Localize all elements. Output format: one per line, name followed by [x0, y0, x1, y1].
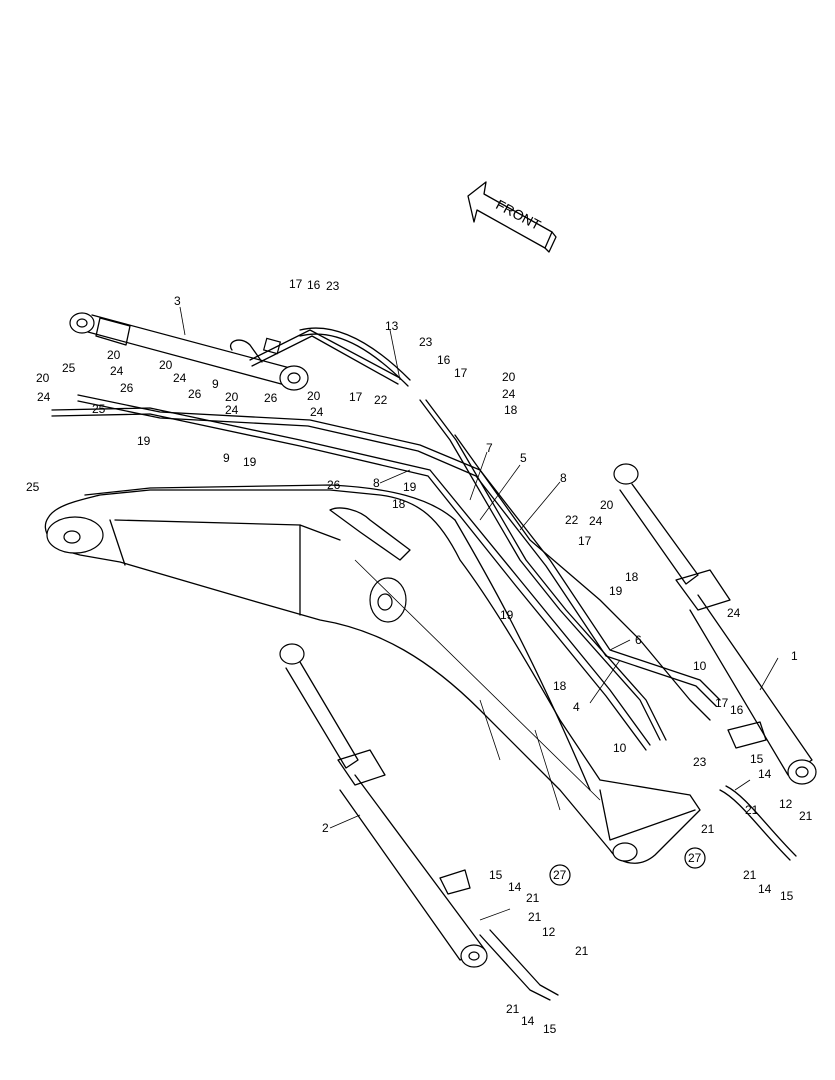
callout-17a: 17	[289, 277, 303, 291]
callout-17e: 17	[715, 696, 729, 710]
callout-20f: 20	[502, 370, 516, 384]
callout-labels: 1 2 3 4 5 6 7 8 8 9 9 10 10 12 12 13 14 …	[26, 277, 813, 1036]
callout-24f: 24	[502, 387, 516, 401]
cylinder-hoses	[479, 785, 797, 1001]
callout-18a: 18	[504, 403, 518, 417]
callout-17b: 17	[454, 366, 468, 380]
callout-26a: 26	[120, 381, 134, 395]
callout-5: 5	[520, 451, 527, 465]
callout-19b: 19	[243, 455, 257, 469]
callout-21a: 21	[745, 803, 759, 817]
callout-3: 3	[174, 294, 181, 308]
callout-22a: 22	[374, 393, 388, 407]
callout-21e: 21	[526, 891, 540, 905]
callout-14a: 14	[758, 767, 772, 781]
callout-25c: 25	[26, 480, 40, 494]
callout-13: 13	[385, 319, 399, 333]
callout-24e: 24	[310, 405, 324, 419]
callout-9b: 9	[223, 451, 230, 465]
callout-1: 1	[791, 649, 798, 663]
leader-lines	[179, 306, 779, 921]
callout-4: 4	[573, 700, 580, 714]
boom-pipes	[51, 327, 721, 751]
callout-2: 2	[322, 821, 329, 835]
callout-24c: 24	[173, 371, 187, 385]
callout-10b: 10	[613, 741, 627, 755]
callout-20a: 20	[107, 348, 121, 362]
callout-22b: 22	[565, 513, 579, 527]
callout-21b: 21	[701, 822, 715, 836]
callout-16c: 16	[730, 703, 744, 717]
front-label: FRONT	[493, 196, 543, 233]
callout-20e: 20	[307, 389, 321, 403]
boom-cylinder-left	[279, 643, 488, 968]
callout-18b: 18	[392, 497, 406, 511]
callout-23b: 23	[419, 335, 433, 349]
callout-17c: 17	[349, 390, 363, 404]
callout-16a: 16	[307, 278, 321, 292]
callout-23c: 23	[693, 755, 707, 769]
callout-20d: 20	[225, 390, 239, 404]
callout-14b: 14	[758, 882, 772, 896]
callout-23a: 23	[326, 279, 340, 293]
callout-9a: 9	[212, 377, 219, 391]
circled-references: 27 27	[549, 847, 706, 886]
callout-7: 7	[486, 441, 493, 455]
callout-26d: 26	[327, 478, 341, 492]
callout-12a: 12	[779, 797, 793, 811]
callout-24a: 24	[110, 364, 124, 378]
arm-cylinder	[69, 312, 309, 391]
callout-21d: 21	[799, 809, 813, 823]
callout-6: 6	[635, 633, 642, 647]
callout-18c: 18	[625, 570, 639, 584]
callout-19e: 19	[500, 608, 514, 622]
callout-16b: 16	[437, 353, 451, 367]
callout-19d: 19	[609, 584, 623, 598]
callout-26b: 26	[188, 387, 202, 401]
callout-24g: 24	[589, 514, 603, 528]
callout-21g: 21	[575, 944, 589, 958]
callout-15b: 15	[780, 889, 794, 903]
callout-21f: 21	[528, 910, 542, 924]
boom-cylinder-right	[613, 463, 817, 785]
callout-26c: 26	[264, 391, 278, 405]
callout-17d: 17	[578, 534, 592, 548]
callout-24b: 24	[37, 390, 51, 404]
callout-10a: 10	[693, 659, 707, 673]
callout-19c: 19	[403, 480, 417, 494]
callout-15c: 15	[489, 868, 503, 882]
callout-24h: 24	[727, 606, 741, 620]
callout-18d: 18	[553, 679, 567, 693]
callout-20b: 20	[36, 371, 50, 385]
callout-20c: 20	[159, 358, 173, 372]
callout-15a: 15	[750, 752, 764, 766]
callout-14c: 14	[508, 880, 522, 894]
callout-24d: 24	[225, 403, 239, 417]
callout-19a: 19	[137, 434, 151, 448]
callout-21c: 21	[743, 868, 757, 882]
callout-8b: 8	[373, 476, 380, 490]
callout-25b: 25	[92, 402, 106, 416]
callout-15d: 15	[543, 1022, 557, 1036]
callout-27a: 27	[553, 868, 567, 882]
boom	[44, 484, 701, 864]
callout-12b: 12	[542, 925, 556, 939]
front-arrow: FRONT	[467, 181, 557, 253]
callout-14d: 14	[521, 1014, 535, 1028]
callout-21h: 21	[506, 1002, 520, 1016]
callout-27b: 27	[688, 851, 702, 865]
callout-20g: 20	[600, 498, 614, 512]
callout-8a: 8	[560, 471, 567, 485]
callout-25a: 25	[62, 361, 76, 375]
